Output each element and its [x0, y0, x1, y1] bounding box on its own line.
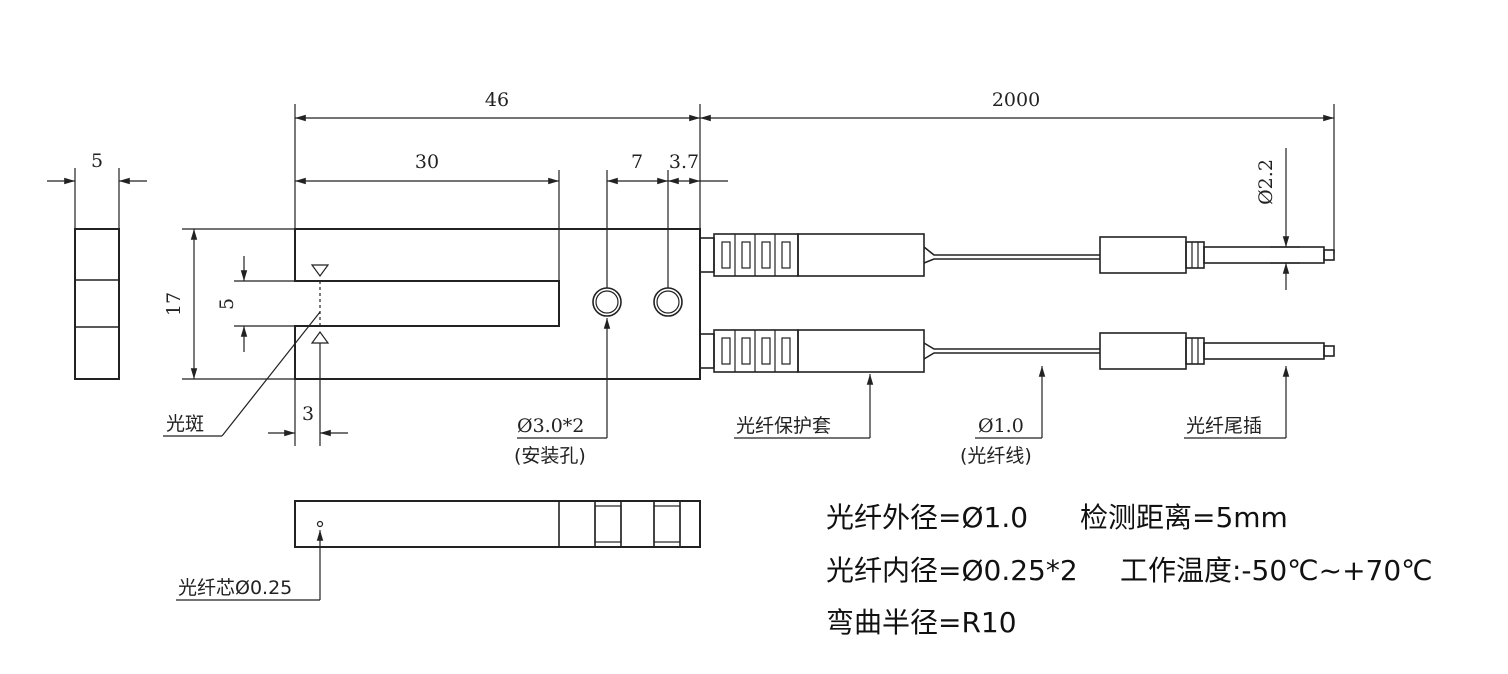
core-label: 光纤芯Ø0.25 — [178, 577, 292, 599]
fiber-line-label: Ø1.0 — [978, 415, 1024, 437]
hole-spacing-label: 7 — [631, 151, 643, 173]
section-view — [294, 500, 701, 548]
tail-plug-label: 光纤尾插 — [1186, 415, 1262, 437]
spec-block: 光纤外径=Ø1.0 检测距离=5mm 光纤内径=Ø0.25*2 工作温度:-50… — [826, 501, 1433, 639]
spot-label: 光斑 — [166, 413, 204, 435]
detect-distance-spec: 检测距离=5mm — [1080, 501, 1288, 534]
hole-offset-label: 3.7 — [669, 151, 699, 173]
hole-note-label: (安装孔) — [514, 445, 586, 467]
cable-length-label: 2000 — [992, 89, 1040, 111]
sheath-label: 光纤保护套 — [736, 415, 831, 437]
cable-upper — [699, 233, 1335, 277]
hole-callout: Ø3.0*2 (安装孔) — [514, 318, 611, 467]
fiber-line-note-label: (光纤线) — [960, 445, 1032, 467]
spot-callout: 光斑 — [163, 311, 321, 437]
slot-length-label: 30 — [415, 151, 439, 173]
outer-diameter-spec: 光纤外径=Ø1.0 — [826, 501, 1028, 534]
hole-label: Ø3.0*2 — [517, 415, 584, 437]
tail-diameter-dimension: Ø2.2 — [1255, 148, 1300, 290]
cable-lower — [699, 329, 1335, 373]
inner-diameter-spec: 光纤内径=Ø0.25*2 — [826, 554, 1078, 587]
spot-offset-label: 3 — [302, 403, 314, 425]
tail-diameter-label: Ø2.2 — [1255, 159, 1277, 205]
top-dimensions: 46 2000 30 7 3.7 — [294, 89, 1335, 288]
fiber-line-callout: Ø1.0 (光纤线) — [960, 366, 1046, 467]
main-body — [294, 228, 701, 380]
spot-offset-dimension: 3 — [268, 343, 348, 446]
height-dimension: 17 — [163, 228, 295, 380]
slot-width-label: 5 — [216, 298, 238, 310]
work-temp-spec: 工作温度:-50℃~+70℃ — [1120, 554, 1433, 587]
core-callout: 光纤芯Ø0.25 — [176, 530, 324, 601]
slot-width-dimension: 5 — [216, 256, 295, 352]
tail-plug-callout: 光纤尾插 — [1184, 366, 1290, 439]
bend-radius-spec: 弯曲半径=R10 — [826, 606, 1017, 639]
side-view: 5 — [47, 150, 147, 380]
total-length-label: 46 — [485, 89, 509, 111]
spot-marker-top — [310, 264, 330, 278]
sheath-callout: 光纤保护套 — [734, 374, 874, 439]
height-label: 17 — [163, 292, 185, 316]
thickness-label: 5 — [91, 150, 103, 172]
